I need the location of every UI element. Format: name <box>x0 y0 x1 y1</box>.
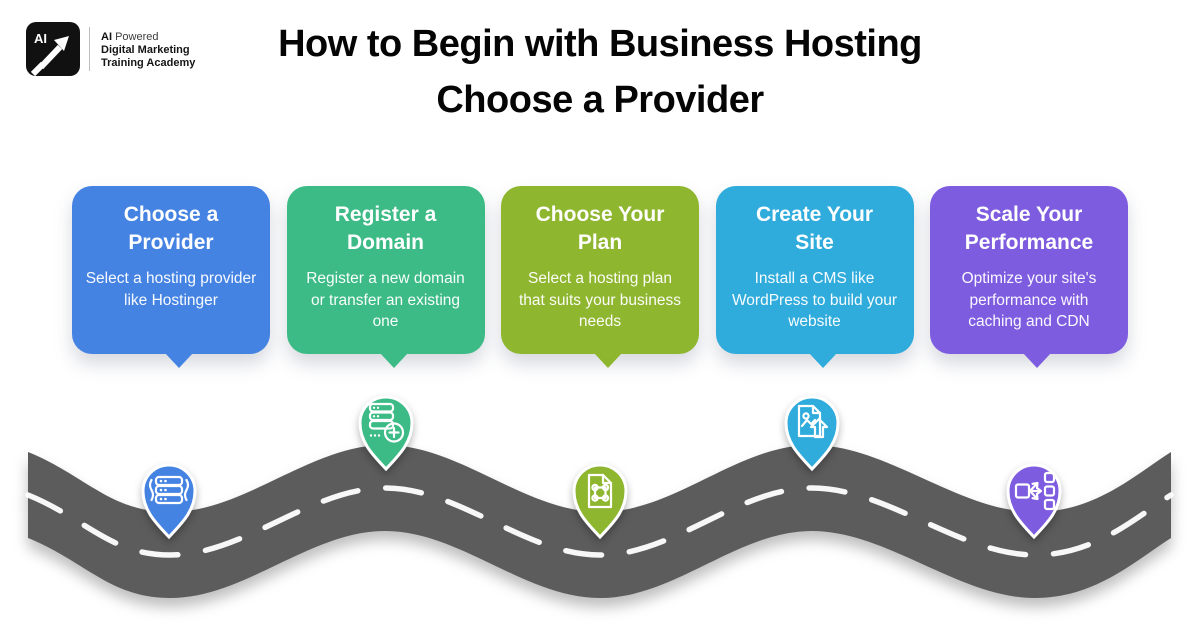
step-description: Optimize your site's performance with ca… <box>961 270 1097 330</box>
map-pin-choose-plan <box>562 457 638 557</box>
step-title: Choose Your Plan <box>535 203 665 254</box>
page-title-line1: How to Begin with Business Hosting <box>278 23 922 65</box>
map-pin-create-site <box>774 389 850 489</box>
map-pin-choose-provider <box>131 457 207 557</box>
card-tail <box>594 353 622 368</box>
step-title: Register a Domain <box>334 203 437 254</box>
ai-arrow-logo-icon: AI <box>26 22 80 76</box>
step-title: Create Your Site <box>755 203 874 254</box>
brand-tagline: AI Powered <box>101 31 195 44</box>
server-add-icon <box>368 402 405 443</box>
step-card-register-domain: Register a Domain Register a new domain … <box>286 186 485 368</box>
brand-name-line1: Digital Marketing <box>101 43 190 56</box>
step-card-create-site: Create Your Site Install a CMS like Word… <box>715 186 914 368</box>
step-description: Install a CMS like WordPress to build yo… <box>731 270 898 330</box>
card-tail <box>808 353 837 368</box>
plan-blueprint-icon <box>587 473 613 509</box>
card-tail <box>1023 353 1051 368</box>
cdn-distribution-icon <box>1014 471 1056 511</box>
brand-logo: AI AI Powered Digital Marketing Training… <box>26 22 195 76</box>
brand-tagline-rest: Powered <box>115 30 159 43</box>
card-tail <box>165 353 193 368</box>
step-card-choose-plan: Choose Your Plan Select a hosting plan t… <box>501 186 699 368</box>
map-pin-register-domain <box>348 389 424 489</box>
step-card-scale-performance: Scale Your Performance Optimize your sit… <box>930 186 1128 368</box>
step-description: Select a hosting plan that suits your bu… <box>519 270 681 330</box>
map-pin-scale-performance <box>996 457 1072 557</box>
road-centerline <box>25 485 1174 558</box>
page-title-line2: Choose a Provider <box>436 79 764 121</box>
logo-badge-text: AI <box>34 31 47 46</box>
server-rack-icon <box>148 475 190 505</box>
steps-row: Choose a Provider Select a hosting provi… <box>72 186 1128 368</box>
step-description: Select a hosting provider like Hostinger <box>85 270 257 309</box>
brand-tagline-bold: AI <box>101 30 112 43</box>
brand-name-line2: Training Academy <box>101 56 196 69</box>
brand-divider <box>89 27 90 71</box>
step-title: Choose a Provider <box>123 203 219 254</box>
publish-page-icon <box>797 404 829 439</box>
page-title: How to Begin with Business Hosting Choos… <box>0 16 1200 128</box>
step-card-choose-provider: Choose a Provider Select a hosting provi… <box>72 186 270 368</box>
brand-text: AI Powered Digital Marketing Training Ac… <box>101 29 195 70</box>
card-tail <box>379 353 408 368</box>
step-description: Register a new domain or transfer an exi… <box>306 270 465 330</box>
step-title: Scale Your Performance <box>964 203 1094 254</box>
